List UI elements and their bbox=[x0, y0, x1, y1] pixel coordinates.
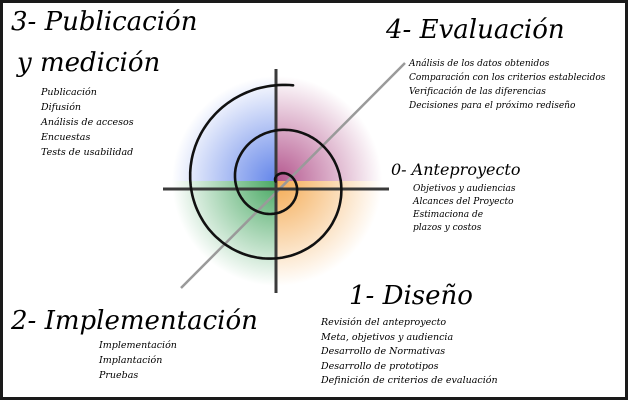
phase-0-item: plazos y costos bbox=[413, 223, 482, 233]
phase-3-item: Análisis de accesos bbox=[41, 117, 134, 128]
phase-1-item: Meta, objetivos y audiencia bbox=[321, 331, 454, 343]
phase-4-item: Decisiones para el próximo rediseño bbox=[409, 101, 576, 111]
phase-4-item: Verificación de las diferencias bbox=[409, 87, 546, 97]
phase-2-item: Pruebas bbox=[99, 370, 139, 381]
phase-3-title-line1: 3- Publicación bbox=[11, 7, 198, 37]
phase-0-title: 0- Anteproyecto bbox=[391, 160, 521, 179]
phase-3-title-line2: y medición bbox=[17, 48, 161, 78]
phase-4-items: Análisis de los datos obtenidos Comparac… bbox=[409, 57, 605, 113]
phase-2-title: 2- Implementación bbox=[11, 306, 258, 336]
phase-4-item: Análisis de los datos obtenidos bbox=[409, 59, 550, 69]
phase-0-item: Objetivos y audiencias bbox=[413, 184, 516, 194]
phase-1-item: Desarrollo de Normativas bbox=[321, 346, 446, 357]
quadrant-top-right bbox=[277, 76, 382, 181]
quadrant-top-left bbox=[172, 76, 277, 181]
phase-3-item: Difusión bbox=[41, 102, 82, 113]
phase-3-items: Publicación Difusión Análisis de accesos… bbox=[41, 85, 134, 160]
phase-3-item: Publicación bbox=[41, 87, 97, 98]
phase-1-item: Revisión del anteproyecto bbox=[321, 317, 447, 328]
phase-0-item: Alcances del Proyecto bbox=[413, 197, 514, 207]
phase-2-item: Implantación bbox=[99, 355, 163, 366]
diagonal-line bbox=[180, 62, 406, 289]
phase-3-item: Encuestas bbox=[41, 132, 91, 143]
phase-1-items: Revisión del anteproyecto Meta, objetivo… bbox=[321, 316, 498, 389]
quadrant-bottom-right bbox=[277, 181, 382, 286]
spiral-diagram bbox=[163, 62, 406, 293]
spiral-curve bbox=[188, 83, 343, 260]
quadrant-bottom-left bbox=[172, 181, 277, 286]
phase-4-title: 4- Evaluación bbox=[386, 15, 565, 45]
phase-2-items: Implementación Implantación Pruebas bbox=[99, 338, 177, 383]
phase-3-item: Tests de usabilidad bbox=[41, 147, 134, 158]
phase-0-items: Objetivos y audiencias Alcances del Proy… bbox=[413, 183, 516, 235]
phase-2-item: Implementación bbox=[99, 340, 177, 351]
phase-1-title: 1- Diseño bbox=[349, 281, 473, 311]
phase-1-item: Desarrollo de prototipos bbox=[321, 360, 439, 372]
phase-4-item: Comparación con los criterios establecid… bbox=[409, 73, 606, 83]
phase-1-item: Definición de criterios de evaluación bbox=[321, 375, 498, 386]
phase-0-item: Estimaciona de bbox=[413, 210, 484, 220]
